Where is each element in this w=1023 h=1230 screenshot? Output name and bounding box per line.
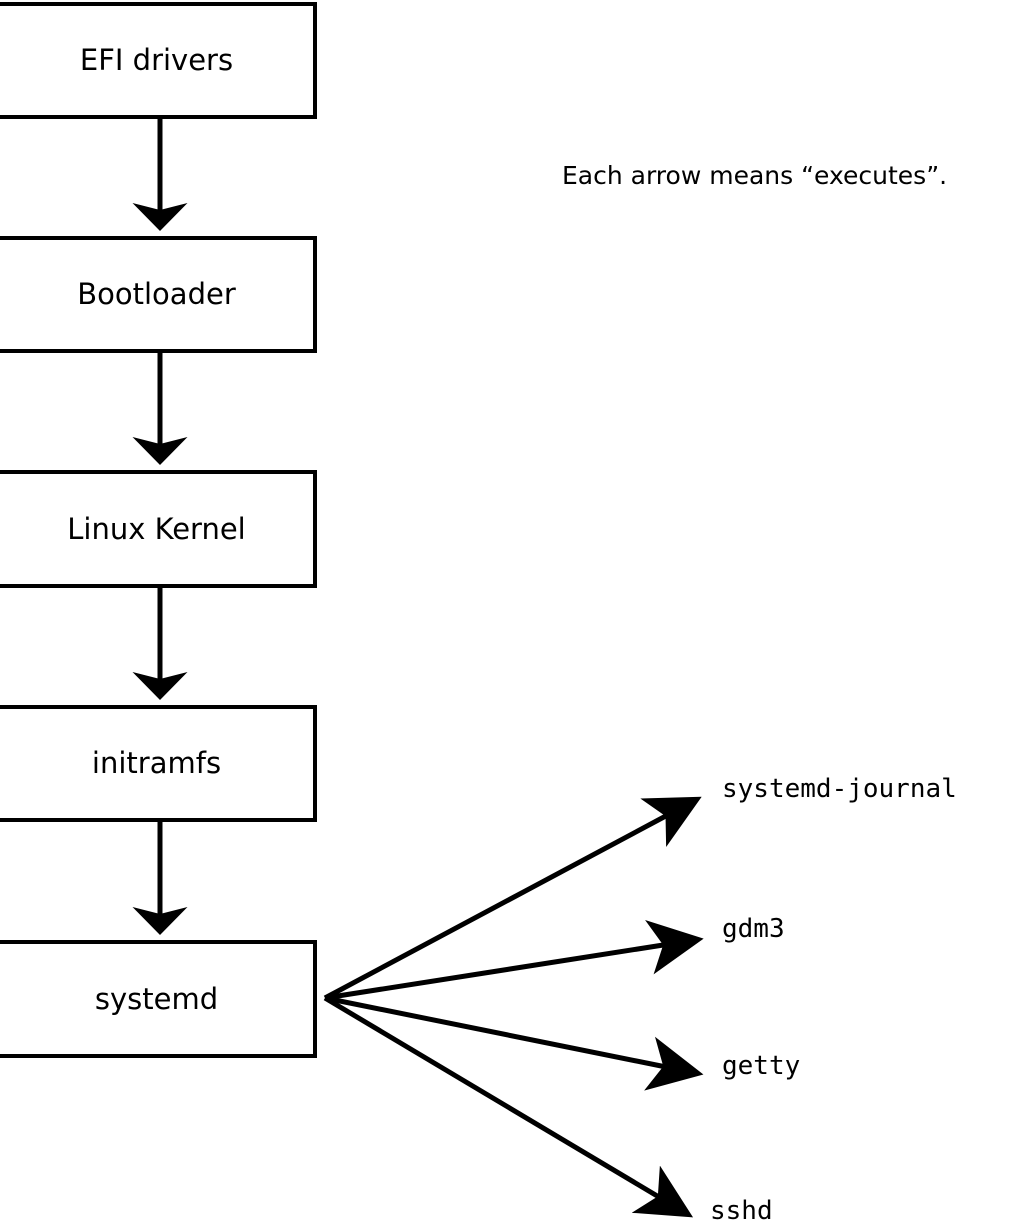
arrow-systemd-to-gdm3 <box>324 920 704 1001</box>
service-label-gdm3: gdm3 <box>722 914 785 944</box>
service-label-systemd-journal: systemd-journal <box>722 774 957 804</box>
arrow-systemd-to-systemd-journal <box>323 796 702 1001</box>
process-box-label: Linux Kernel <box>67 511 246 546</box>
arrow-systemd-to-getty <box>324 995 704 1091</box>
process-box-linux-kernel[interactable]: Linux Kernel <box>0 470 317 588</box>
process-box-systemd[interactable]: systemd <box>0 940 317 1058</box>
service-label-sshd: sshd <box>710 1196 773 1226</box>
process-box-label: initramfs <box>91 746 222 780</box>
service-label-getty: getty <box>722 1051 801 1081</box>
process-box-bootloader[interactable]: Bootloader <box>0 236 317 353</box>
process-box-label: EFI drivers <box>79 43 234 77</box>
process-box-label: Bootloader <box>77 277 236 311</box>
process-box-label: systemd <box>94 981 219 1016</box>
arrow-systemd-to-sshd <box>323 995 694 1218</box>
process-box-initramfs[interactable]: initramfs <box>0 705 317 822</box>
legend-note: Each arrow means “executes”. <box>562 161 948 190</box>
process-box-efi-drivers[interactable]: EFI drivers <box>0 2 317 119</box>
